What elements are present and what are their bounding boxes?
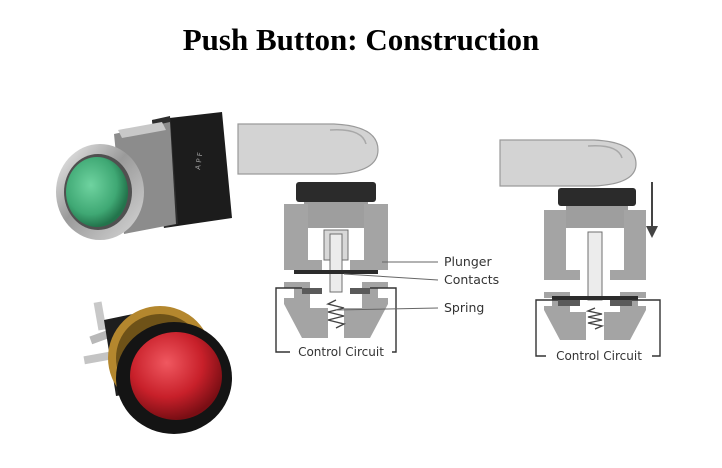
spring-icon xyxy=(585,307,605,330)
contacts-label: Contacts xyxy=(444,272,499,287)
svg-text:A P F: A P F xyxy=(194,152,204,170)
slide-title: Push Button: Construction xyxy=(182,22,540,57)
control-circuit-label-left: Control Circuit xyxy=(298,345,384,359)
down-arrow-icon xyxy=(646,182,658,238)
green-button-cap xyxy=(66,157,128,227)
control-circuit-label-right: Control Circuit xyxy=(556,349,642,363)
finger-icon xyxy=(499,139,637,187)
push-button-diagram-pressed: Control Circuit xyxy=(499,139,661,363)
plunger-label: Plunger xyxy=(444,254,492,269)
green-push-button-image: A P F xyxy=(56,112,232,240)
red-push-button-image xyxy=(83,301,232,434)
red-button-cap xyxy=(130,332,222,420)
finger-icon xyxy=(237,123,379,175)
push-button-diagram-released: Control Circuit Plunger Contacts Spring xyxy=(237,123,499,359)
spring-label: Spring xyxy=(444,300,484,315)
spring-icon xyxy=(325,299,347,329)
